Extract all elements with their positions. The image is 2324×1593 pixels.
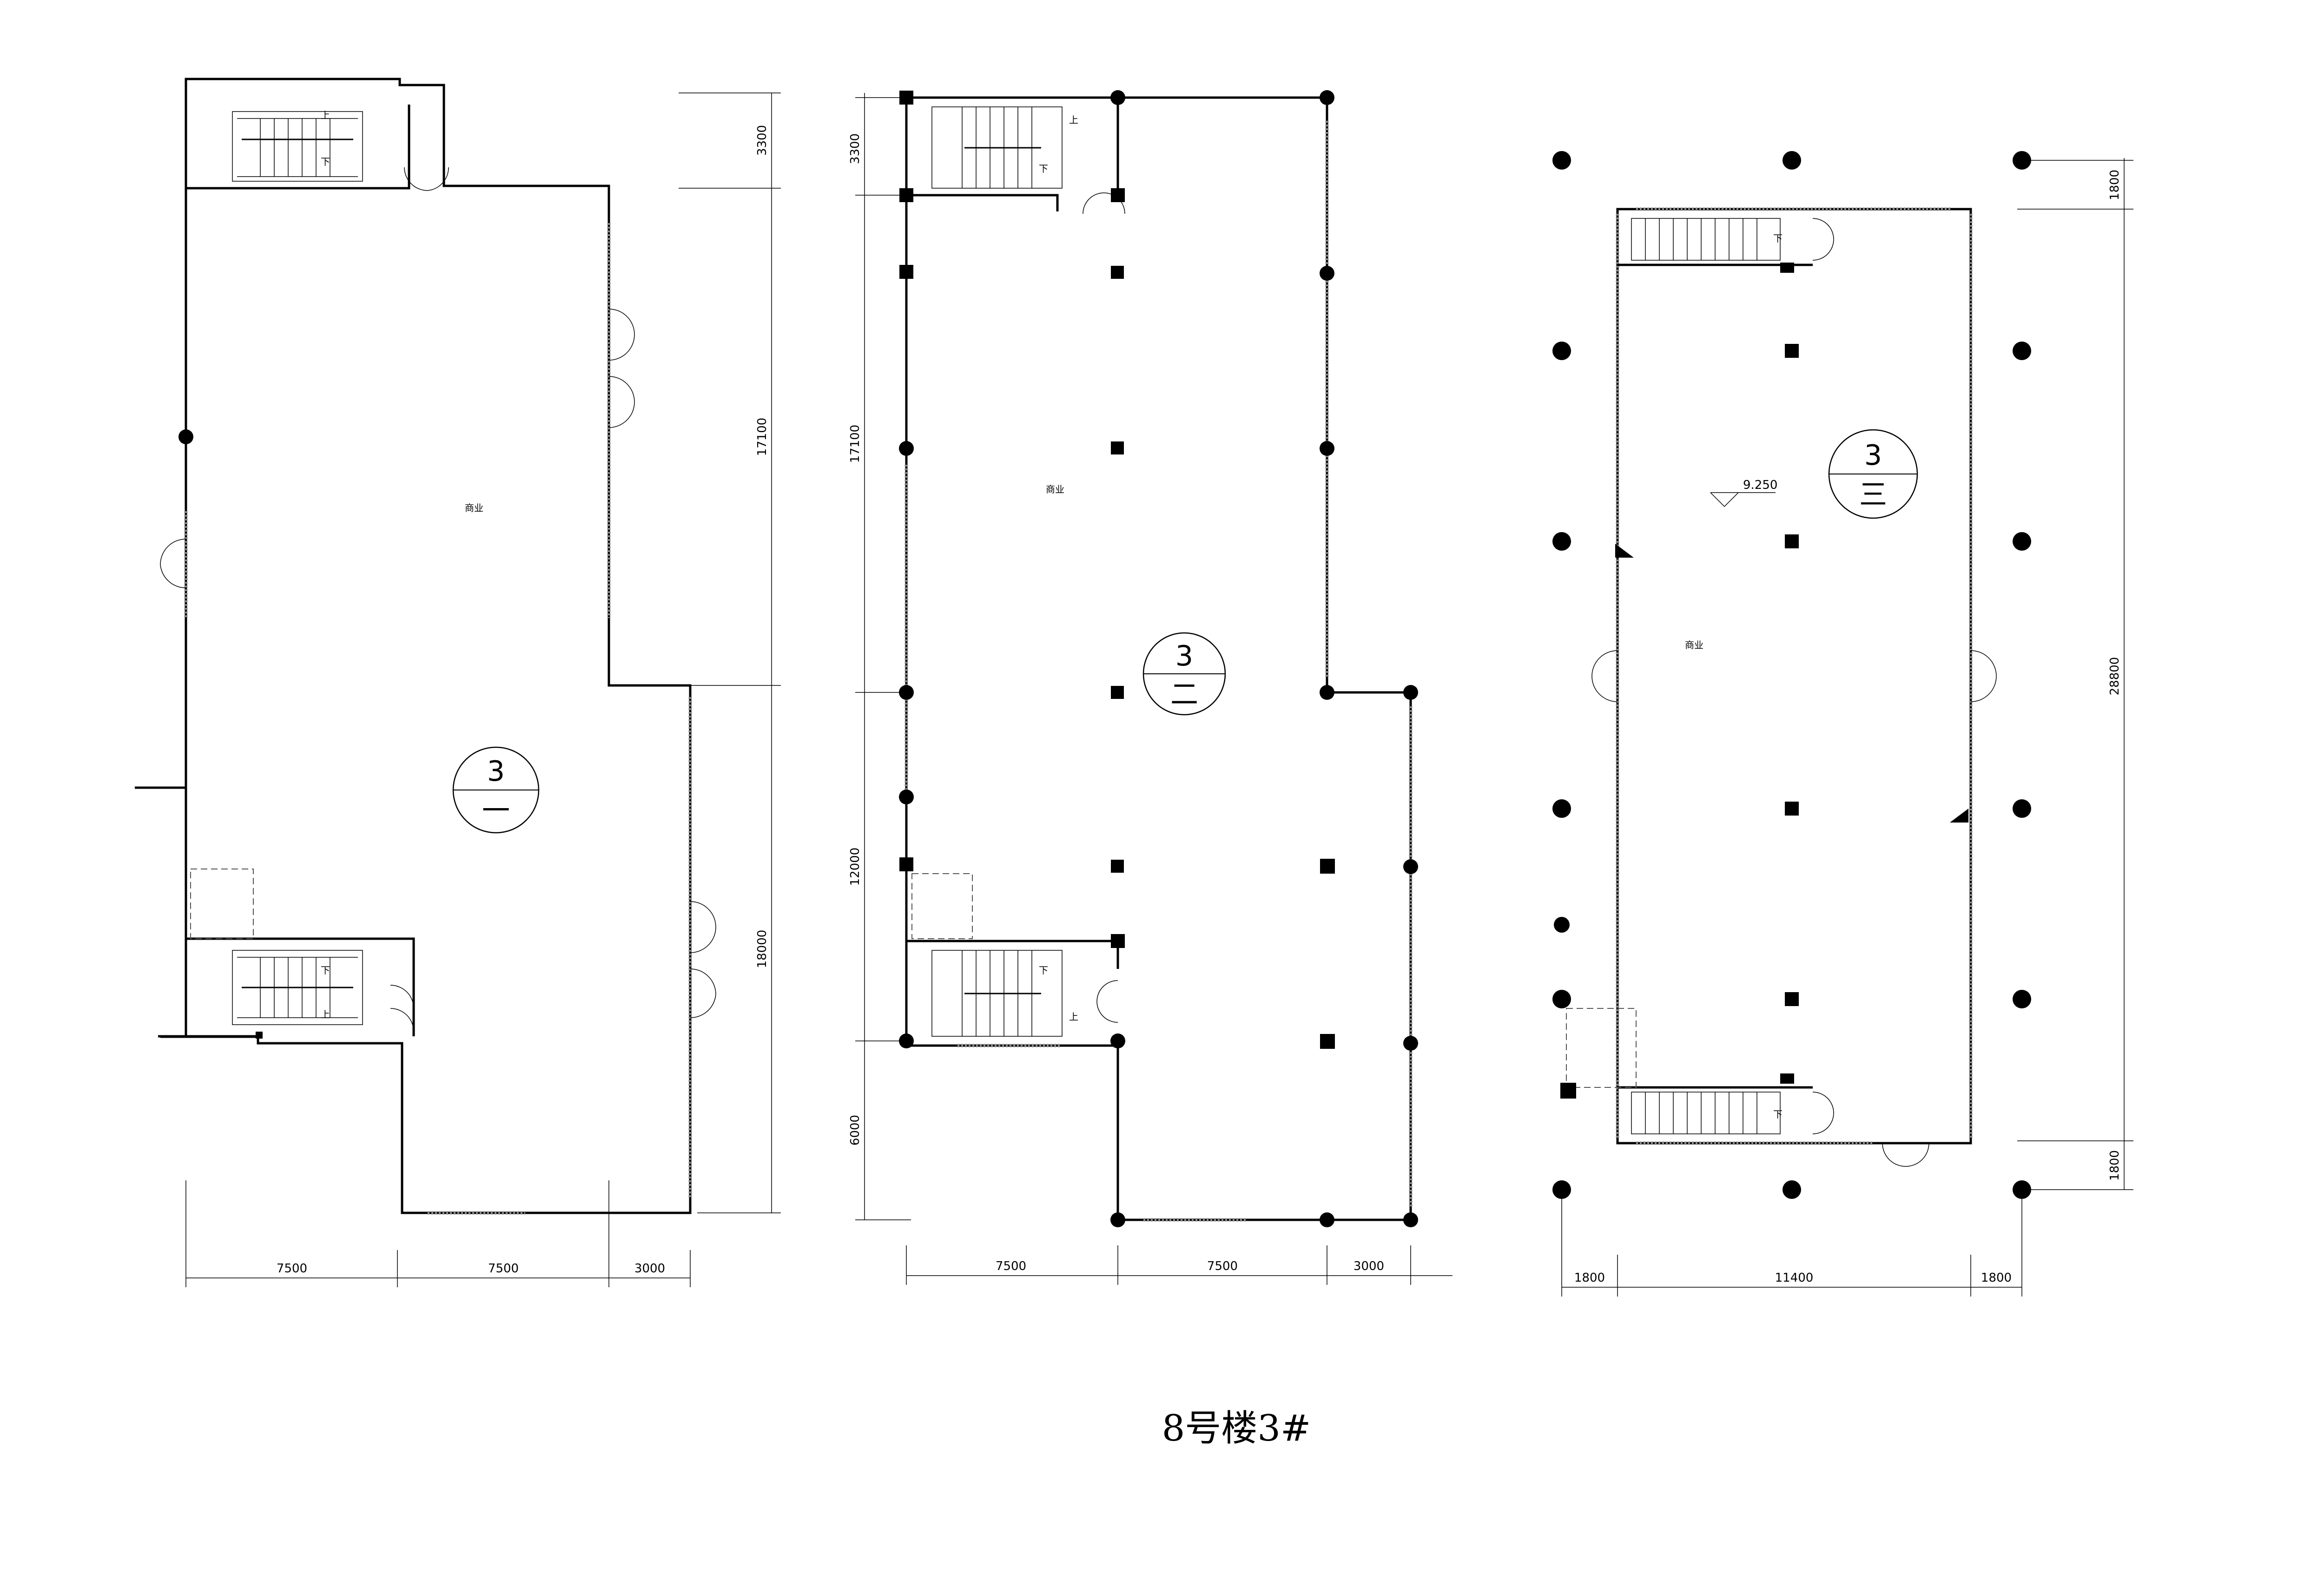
plan3-door xyxy=(1812,218,1834,261)
plan3-tag-floor: 三 xyxy=(1859,479,1887,511)
plan1-stair-label: 下 xyxy=(321,156,330,167)
plan3-dim: 11400 xyxy=(1775,1271,1814,1285)
plan3-door xyxy=(1591,650,1618,702)
plan2-stair-top xyxy=(931,106,1063,189)
plan3-stair-label: 下 xyxy=(1773,233,1783,244)
plan-2: 上 下 下 上 商业 3 二 7500 7500 3000 33 xyxy=(848,90,1452,1285)
plan1-dashed-outline xyxy=(190,869,254,939)
plan2-stair-label: 下 xyxy=(1039,965,1048,976)
plan1-dims-horizontal: 7500 7500 3000 xyxy=(185,1180,691,1287)
plan2-stair-label: 上 xyxy=(1069,1011,1078,1022)
plan2-dim: 12000 xyxy=(848,848,862,886)
plan1-door xyxy=(404,167,449,191)
plan1-stair-bottom-wall xyxy=(186,937,415,1036)
plan1-outer-wall xyxy=(158,78,692,1214)
plan2-floor-tag: 3 二 xyxy=(1142,632,1226,716)
plan1-dim: 18000 xyxy=(755,930,769,968)
plan3-dim: 1800 xyxy=(2108,170,2122,200)
plan3-room-label: 商业 xyxy=(1685,639,1703,651)
plan3-dim: 28800 xyxy=(2108,657,2122,696)
plan3-dims-vertical: 1800 28800 1800 xyxy=(2017,158,2133,1190)
plan2-dim: 3300 xyxy=(848,133,862,164)
plan2-stair-bottom-wall xyxy=(906,940,1119,969)
plan2-dims-vertical: 3300 17100 12000 6000 xyxy=(848,93,911,1220)
plan1-dim: 7500 xyxy=(488,1262,519,1276)
plan3-stair-bottom xyxy=(1631,1092,1781,1134)
plan3-stair-label: 下 xyxy=(1773,1109,1783,1120)
plan3-door xyxy=(1882,1143,1929,1167)
plan1-column xyxy=(178,429,193,444)
plan2-dim: 17100 xyxy=(848,425,862,463)
plan1-stair-label: 上 xyxy=(321,1009,330,1020)
plan1-dim: 17100 xyxy=(755,418,769,456)
plan1-door xyxy=(390,985,414,1032)
plan3-small-column xyxy=(1780,1073,1794,1084)
plan2-tag-floor: 二 xyxy=(1170,678,1198,711)
plan1-tag-number: 3 xyxy=(487,755,505,788)
plan2-stair-label: 上 xyxy=(1069,114,1078,125)
plan-1: 上 下 下 上 商业 3 一 7500 7500 3000 xyxy=(135,78,781,1287)
plan1-room-label: 商业 xyxy=(465,502,483,513)
plan3-dims-horizontal: 1800 11400 1800 xyxy=(1561,1199,2022,1297)
plan3-stair-marker xyxy=(1950,809,1968,823)
plan2-dim: 7500 xyxy=(1207,1259,1238,1273)
plan3-columns xyxy=(1552,151,2031,1199)
plan2-outer-wall xyxy=(905,96,1412,1221)
plan3-door xyxy=(1812,1092,1834,1134)
plan2-stair-label: 下 xyxy=(1039,163,1048,174)
plan3-tag-number: 3 xyxy=(1864,439,1882,472)
plan3-dim: 1800 xyxy=(2108,1150,2122,1181)
plan3-stair-top xyxy=(1631,218,1781,261)
plan3-dim: 1800 xyxy=(1574,1271,1605,1285)
plan2-stair-bottom xyxy=(931,950,1063,1037)
plan2-room-label: 商业 xyxy=(1046,484,1064,495)
plan1-dims-vertical: 3300 17100 18000 xyxy=(679,92,781,1213)
plan1-stair-top-wall xyxy=(186,105,410,190)
plan1-stair-top xyxy=(232,111,363,182)
plan2-dashed-outline xyxy=(911,873,973,939)
plan3-dim: 1800 xyxy=(1981,1271,2012,1285)
plan1-stair-label: 上 xyxy=(321,110,330,121)
plan1-tag-floor: 一 xyxy=(482,795,510,827)
plan2-columns xyxy=(899,90,1418,1227)
plan3-level: 9.250 xyxy=(1743,478,1777,492)
plan2-tag-number: 3 xyxy=(1175,640,1193,672)
plan-3: 下 下 商业 9.250 3 三 1800 11400 1800 xyxy=(1552,151,2133,1297)
plan1-dim: 3300 xyxy=(755,125,769,156)
plan3-level-mark: 9.250 xyxy=(1710,478,1777,507)
plan1-dim: 3000 xyxy=(634,1262,665,1276)
plan1-floor-tag: 3 一 xyxy=(452,746,540,834)
sheet-title: 8号楼3# xyxy=(1162,1408,1311,1449)
plan1-stair-label: 下 xyxy=(321,965,330,976)
plan1-door xyxy=(690,901,716,1018)
plan2-stair-top-wall xyxy=(906,98,1119,211)
plan2-door xyxy=(1096,980,1118,1023)
plan2-dim: 7500 xyxy=(996,1259,1026,1273)
plan3-stair-marker xyxy=(1615,544,1634,558)
plan2-dim: 6000 xyxy=(848,1115,862,1145)
plan3-door xyxy=(1970,650,1997,702)
plan2-dims-horizontal: 7500 7500 3000 xyxy=(906,1245,1452,1285)
plan3-small-column xyxy=(1780,263,1794,273)
plan1-stair-bottom xyxy=(232,950,363,1025)
plan1-dim: 7500 xyxy=(277,1262,307,1276)
plan3-dashed-outline xyxy=(1566,1008,1637,1088)
plan3-floor-tag: 3 三 xyxy=(1828,429,1918,519)
plan2-dim: 3000 xyxy=(1353,1259,1384,1273)
plan1-door xyxy=(608,309,635,428)
plan1-door xyxy=(160,539,186,588)
